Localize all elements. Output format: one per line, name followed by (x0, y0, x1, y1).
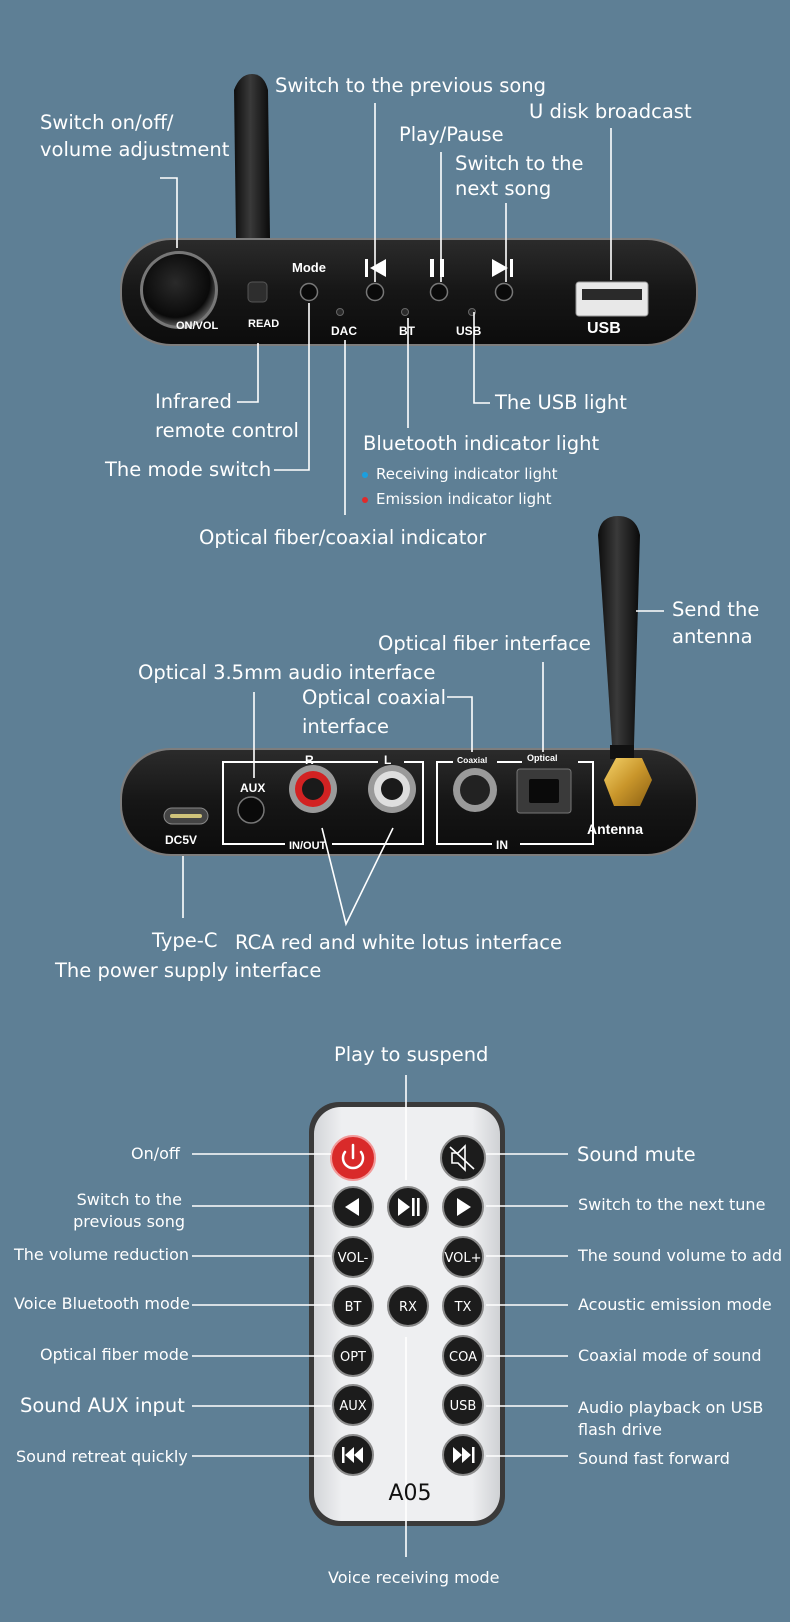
callout-mute: Sound mute (577, 1143, 696, 1166)
callout-vol-reduce: The volume reduction (14, 1245, 190, 1264)
callout-next-tune: Switch to the next tune (578, 1195, 766, 1214)
callout-rca: RCA red and white lotus interface (235, 931, 563, 954)
callout-receiving-mode: Voice receiving mode (328, 1568, 500, 1587)
ir-window-graphic (247, 281, 268, 303)
coa-button-label: COA (449, 1350, 477, 1365)
dac-label: DAC (331, 324, 357, 338)
front-antenna-graphic (234, 74, 270, 238)
callout-next-song-2: next song (455, 177, 552, 200)
vol-up-button-label: VOL+ (444, 1251, 481, 1266)
callout-switch-volume-1: Switch on/off/ (40, 111, 174, 134)
callout-coaxial-mode: Coaxial mode of sound (578, 1346, 762, 1365)
callout-play-suspend: Play to suspend (334, 1043, 489, 1066)
callout-bt-mode: Voice Bluetooth mode (14, 1294, 190, 1313)
remote-device (309, 1102, 505, 1526)
callout-receiving: Receiving indicator light (362, 465, 558, 484)
antenna-label: Antenna (587, 821, 643, 837)
callout-optical-fiber: Optical fiber interface (378, 632, 591, 655)
in-label: IN (496, 838, 508, 852)
callout-send-antenna-2: antenna (672, 625, 753, 648)
opt-button-label: OPT (340, 1350, 366, 1365)
callout-next-song-1: Switch to the (455, 152, 584, 175)
emission-dot-icon (362, 496, 368, 503)
r-label: R (305, 753, 314, 767)
l-label: L (384, 753, 391, 767)
callout-coaxial-1: Optical coaxial (302, 686, 447, 709)
callout-power-supply: The power supply interface (55, 959, 322, 982)
antenna-connector-graphic (604, 758, 652, 806)
on-vol-label: ON/VOL (176, 320, 218, 332)
callout-send-antenna-1: Send the (672, 598, 760, 621)
callout-emission-mode: Acoustic emission mode (578, 1295, 772, 1314)
receiving-dot-icon (362, 471, 368, 478)
volume-knob-graphic (143, 254, 215, 326)
prev-icon (365, 259, 386, 277)
remote-model-label: A05 (388, 1481, 431, 1506)
callout-u-disk: U disk broadcast (529, 100, 692, 123)
receiving-text: Receiving indicator light (376, 465, 558, 483)
callout-type-c: Type-C (152, 929, 218, 952)
bt-label: BT (399, 324, 416, 338)
callout-prev-1: Switch to the (76, 1190, 182, 1209)
callout-vol-add: The sound volume to add (578, 1246, 783, 1265)
callout-usb-playback-2: flash drive (578, 1420, 662, 1439)
mode-label: Mode (292, 260, 326, 275)
optical-label: Optical (527, 753, 558, 763)
aux-button-label: AUX (339, 1399, 366, 1414)
callout-aux-input: Sound AUX input (20, 1394, 185, 1417)
callout-mode-switch: The mode switch (105, 458, 272, 481)
callout-usb-light: The USB light (495, 391, 627, 414)
callout-prev-2: previous song (73, 1212, 185, 1231)
dc5v-label: DC5V (165, 833, 197, 847)
vol-down-button-label: VOL- (338, 1251, 369, 1266)
back-antenna-graphic (598, 516, 640, 745)
read-label: READ (248, 318, 279, 330)
front-device (120, 74, 698, 346)
callout-optical-35: Optical 3.5mm audio interface (138, 661, 436, 684)
callout-prev-song: Switch to the previous song (275, 74, 547, 97)
front-callout-lines (160, 103, 612, 515)
coaxial-label: Coaxial (457, 755, 487, 765)
aux-label: AUX (240, 781, 265, 795)
callout-optical-indicator: Optical fiber/coaxial indicator (199, 526, 487, 549)
callout-fast-forward: Sound fast forward (578, 1449, 730, 1468)
callout-usb-playback-1: Audio playback on USB (578, 1398, 764, 1417)
in-out-label: IN/OUT (289, 840, 327, 852)
callout-play-pause: Play/Pause (399, 123, 504, 146)
next-icon (492, 259, 513, 277)
callout-switch-volume-2: volume adjustment (40, 138, 230, 161)
usb-led-label: USB (456, 324, 482, 338)
usb-button-label: USB (450, 1399, 477, 1414)
pause-icon (430, 259, 444, 277)
bt-button-label: BT (345, 1300, 362, 1315)
callout-emission: Emission indicator light (362, 490, 552, 509)
rx-button-label: RX (399, 1300, 417, 1315)
emission-text: Emission indicator light (376, 490, 552, 508)
callout-infrared-2: remote control (155, 419, 299, 442)
callout-fiber-mode: Optical fiber mode (40, 1345, 189, 1364)
callout-retreat: Sound retreat quickly (16, 1447, 188, 1466)
back-device (120, 516, 698, 856)
tx-button-label: TX (454, 1300, 472, 1315)
callout-bt-indicator: Bluetooth indicator light (363, 432, 600, 455)
callout-coaxial-2: interface (302, 715, 389, 738)
back-callout-lines (182, 610, 664, 927)
callout-infrared-1: Infrared (155, 390, 232, 413)
usb-port-label: USB (587, 320, 621, 337)
remote-callout-lines (192, 1075, 568, 1557)
callout-on-off: On/off (131, 1144, 180, 1163)
